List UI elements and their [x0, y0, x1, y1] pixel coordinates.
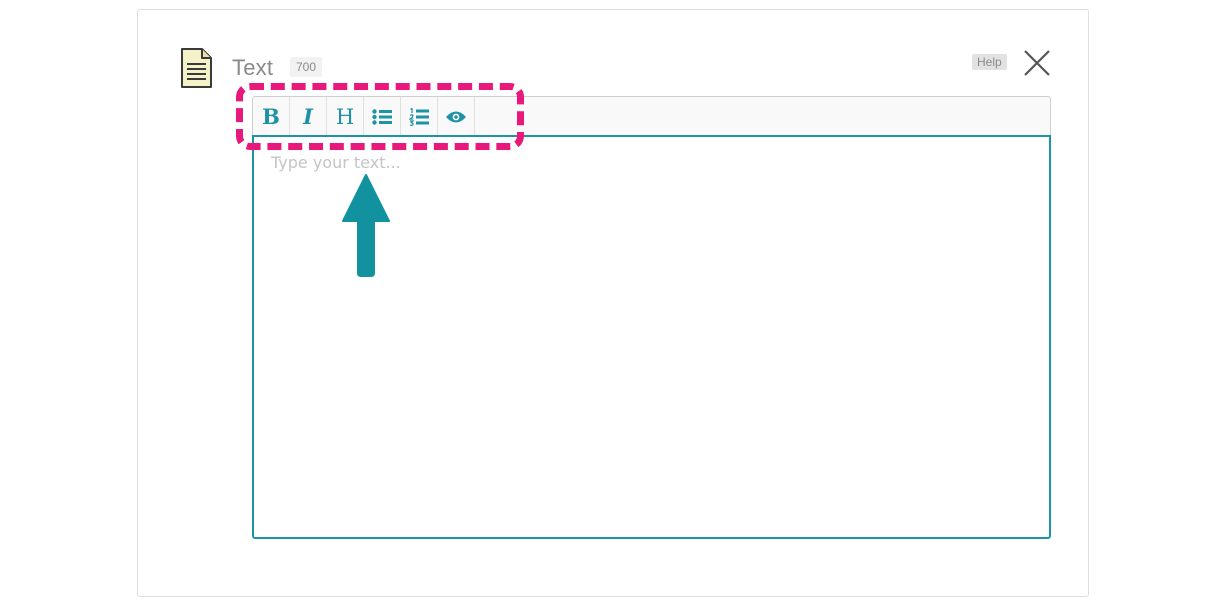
bullet-list-icon: [372, 108, 392, 125]
help-button[interactable]: Help: [972, 54, 1007, 70]
bold-label: B: [262, 104, 280, 129]
heading-label: H: [335, 104, 355, 129]
preview-button[interactable]: [438, 97, 475, 136]
field-title: Text: [232, 55, 274, 80]
eye-icon: [446, 111, 466, 122]
editor-toolbar: B I H: [252, 96, 1051, 136]
italic-label: I: [303, 104, 313, 129]
close-icon[interactable]: [1023, 49, 1051, 77]
text-input[interactable]: [252, 135, 1051, 539]
bullet-list-button[interactable]: [364, 97, 401, 136]
char-limit-badge: 700: [290, 57, 323, 77]
italic-button[interactable]: I: [290, 97, 327, 136]
markdown-editor: B I H: [252, 96, 1051, 539]
bold-button[interactable]: B: [253, 97, 290, 136]
numbered-list-icon: [409, 107, 429, 126]
numbered-list-button[interactable]: [401, 97, 438, 136]
document-icon: [181, 48, 212, 88]
heading-button[interactable]: H: [327, 97, 364, 136]
